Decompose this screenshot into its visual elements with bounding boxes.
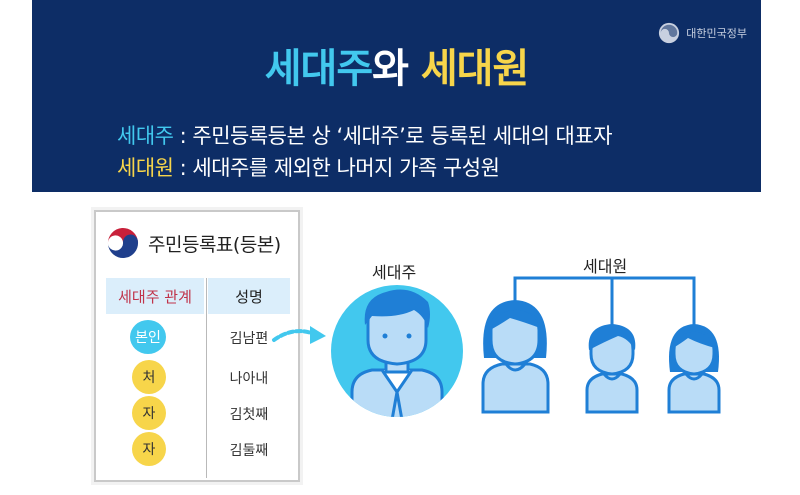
definition-term: 세대원 — [117, 156, 174, 180]
definition-head: 세대주 : 주민등록등본 상 ‘세대주’로 등록된 세대의 대표자 — [117, 120, 613, 150]
page-title: 세대주와 세대원 — [32, 36, 761, 94]
relation-badge: 자 — [132, 396, 166, 430]
definition-term: 세대주 — [117, 124, 174, 148]
pointer-arrow-icon — [272, 326, 326, 344]
definition-member: 세대원 : 세대주를 제외한 나머지 가족 구성원 — [117, 152, 500, 182]
title-connector: 와 — [372, 46, 421, 92]
header-banner: 대한민국정부 세대주와 세대원 세대주 : 주민등록등본 상 ‘세대주’로 등록… — [32, 0, 761, 192]
table-row: 처 나아내 — [106, 360, 290, 396]
head-of-household-label: 세대주 — [372, 263, 417, 282]
gov-name: 대한민국정부 — [686, 27, 747, 40]
title-member: 세대원 — [420, 46, 529, 92]
table-row: 자 김둘째 — [106, 432, 290, 468]
member-name: 김둘째 — [229, 443, 269, 459]
title-head: 세대주 — [264, 46, 373, 92]
column-divider — [206, 278, 207, 478]
relation-badge: 처 — [132, 360, 166, 394]
relation-badge: 자 — [132, 432, 166, 466]
taegeuk-emblem-icon — [107, 227, 139, 259]
member-name: 나아내 — [229, 371, 269, 387]
head-of-household-icon — [331, 285, 463, 417]
adult-member-icon — [481, 300, 550, 414]
child-member-icon — [667, 324, 721, 414]
member-name: 김첫째 — [229, 407, 269, 423]
household-member-label: 세대원 — [583, 257, 628, 276]
table-row: 자 김첫째 — [106, 396, 290, 432]
relation-badge: 본인 — [130, 320, 166, 354]
government-logo: 대한민국정부 — [658, 22, 747, 44]
card-title: 주민등록표(등본) — [148, 233, 281, 256]
resident-registration-card: 주민등록표(등본) 세대주 관계 성명 본인 김남편 처 나아내 자 김첫째 자… — [94, 210, 300, 482]
child-member-icon — [585, 324, 639, 414]
definition-text: : 세대주를 제외한 나머지 가족 구성원 — [173, 156, 500, 180]
column-header-relation: 세대주 관계 — [106, 278, 204, 314]
table-row: 본인 김남편 — [106, 320, 290, 356]
taegeuk-icon — [659, 22, 680, 44]
column-header-name: 성명 — [208, 278, 290, 314]
family-connector-lines — [513, 276, 696, 325]
card-header: 주민등록표(등본) — [106, 226, 281, 260]
member-name: 김남편 — [229, 331, 269, 347]
definition-text: : 주민등록등본 상 ‘세대주’로 등록된 세대의 대표자 — [173, 124, 613, 148]
